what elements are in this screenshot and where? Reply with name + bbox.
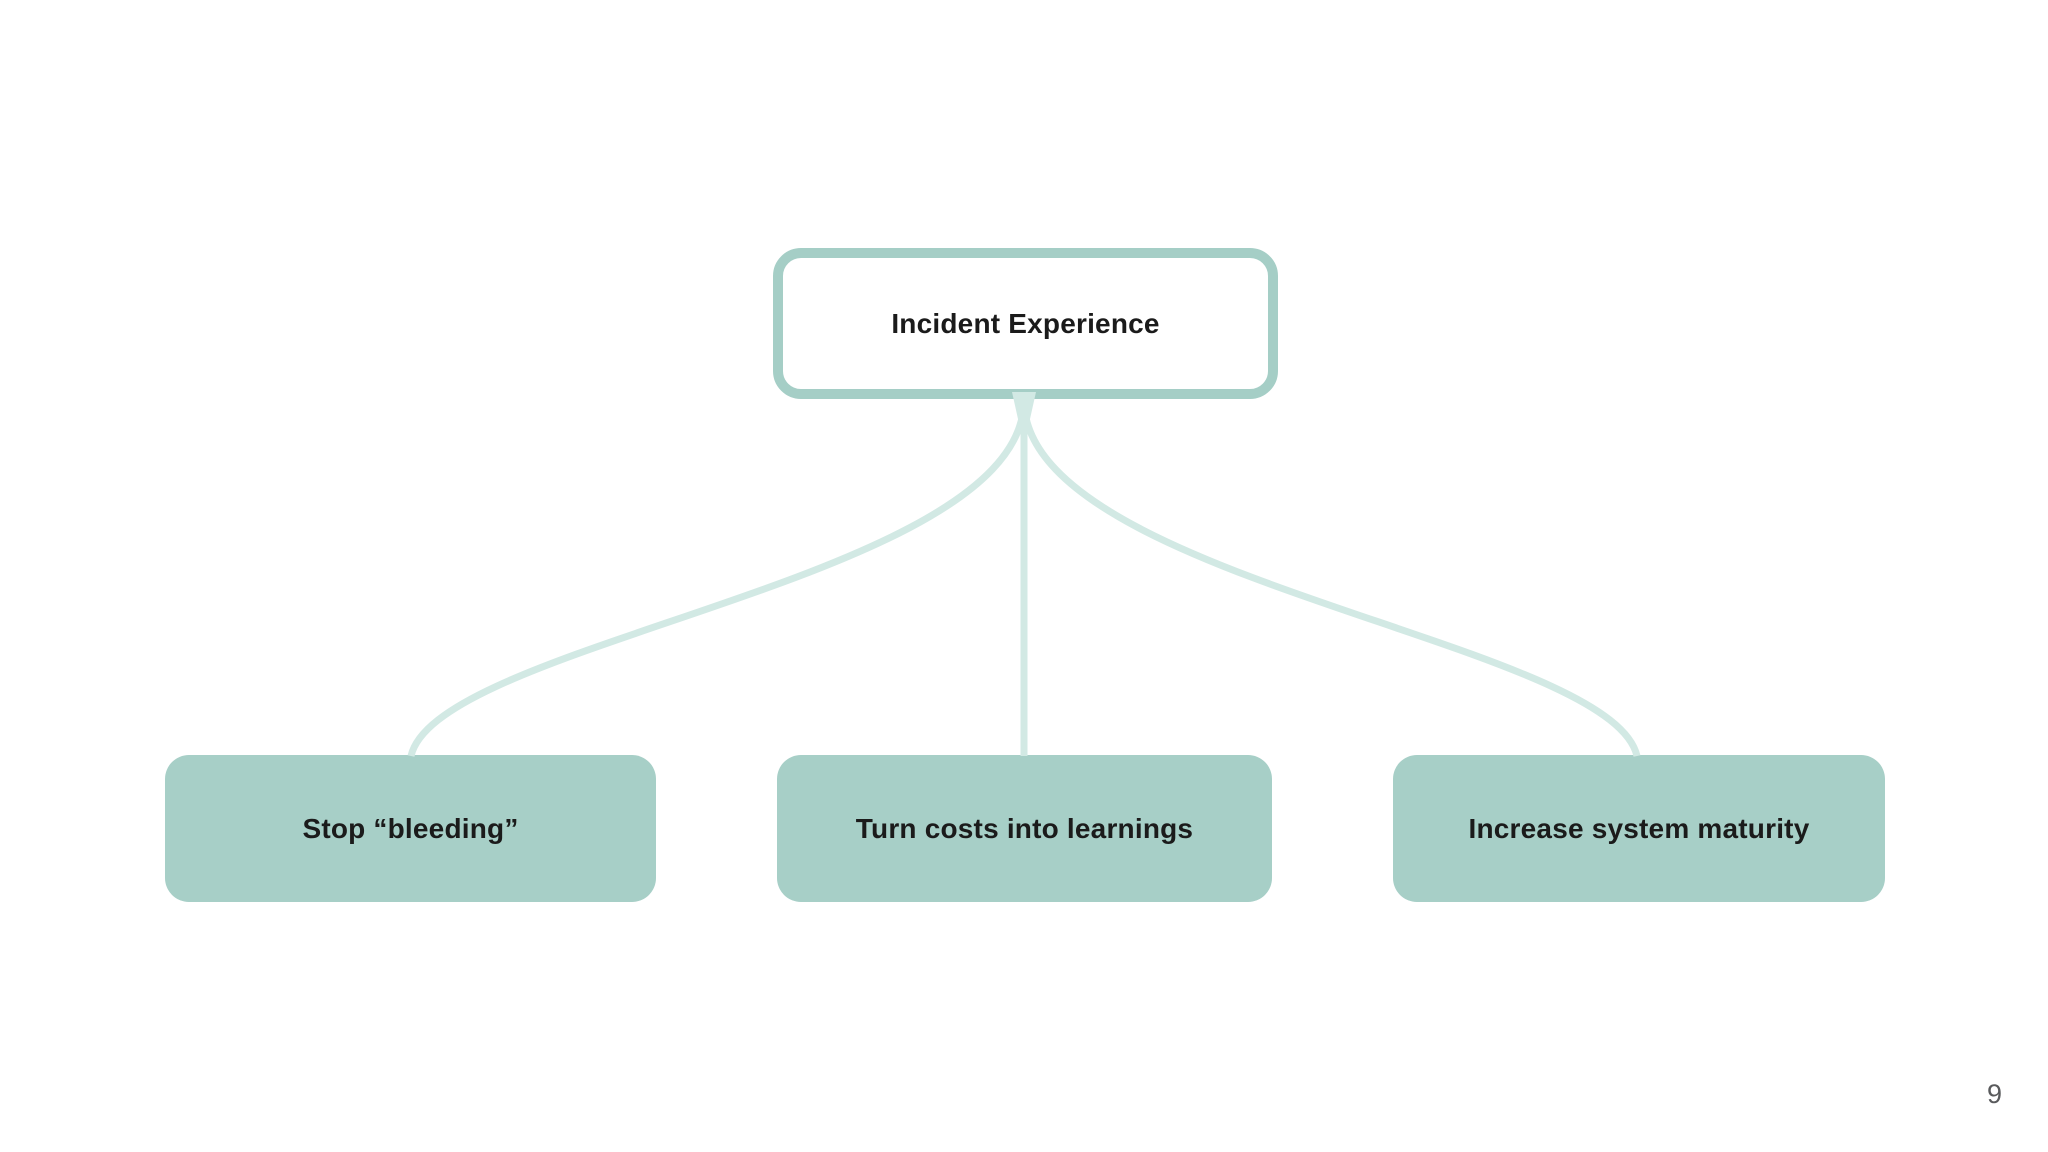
page-number: 9 [1986,1079,2002,1109]
connector-junction [1012,392,1036,446]
child-node-label: Increase system maturity [1468,812,1810,844]
root-node-label: Incident Experience [891,307,1160,339]
child-node-label: Turn costs into learnings [855,812,1194,844]
child-node-stop-bleeding: Stop “bleeding” [165,755,656,902]
child-node-increase-maturity: Increase system maturity [1393,755,1885,902]
child-node-turn-costs: Turn costs into learnings [777,755,1272,902]
child-node-label: Stop “bleeding” [302,812,519,844]
connector-left [407,399,1028,757]
connector-right [1020,399,1641,757]
root-node: Incident Experience [773,248,1278,399]
